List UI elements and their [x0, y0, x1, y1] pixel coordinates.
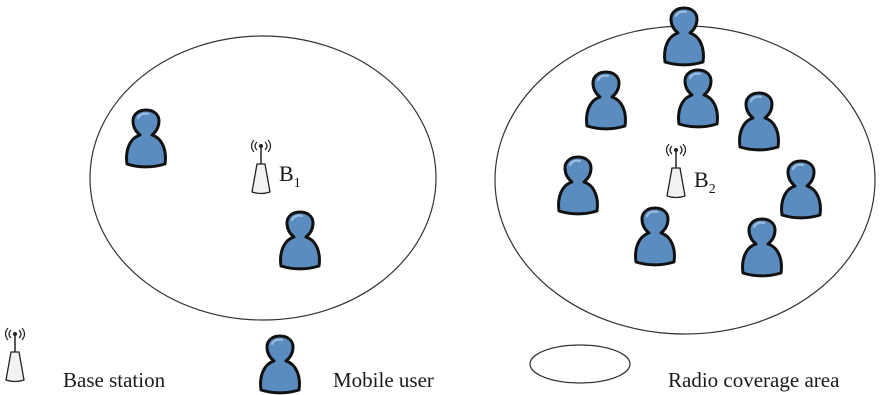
mobile-user-icon [557, 155, 599, 216]
mobile-user-icon [677, 68, 719, 129]
mobile-user-icon [741, 217, 783, 278]
cell-1: B1 [89, 35, 437, 321]
legend-base-station-label: Base station [63, 368, 166, 392]
base-station-icon [250, 139, 272, 195]
base-station-label-b1: B1 [279, 161, 301, 191]
mobile-user-icon [663, 6, 705, 67]
coverage-area-cell-2 [494, 25, 876, 335]
mobile-user-icon [279, 210, 321, 271]
mobile-user-icon [780, 159, 822, 220]
legend-mobile-user: Mobile user [259, 334, 434, 395]
coverage-area-ellipse [529, 344, 631, 384]
mobile-user-icon [738, 91, 780, 152]
base-station-icon [665, 143, 687, 199]
legend: Base station Mobile user Radio coverage … [4, 327, 840, 395]
coverage-area-cell-1 [89, 35, 437, 321]
base-station-icon [4, 327, 26, 383]
mobile-user-icon [259, 334, 301, 395]
legend-base-station: Base station [4, 327, 166, 392]
mobile-user-icon [125, 108, 167, 169]
base-station-label-b2: B2 [694, 167, 716, 197]
mobile-user-icon [634, 206, 676, 267]
mobile-user-icon [585, 70, 627, 131]
legend-coverage-area-label: Radio coverage area [668, 368, 840, 392]
legend-coverage-area: Radio coverage area [529, 344, 840, 392]
legend-mobile-user-label: Mobile user [333, 368, 434, 392]
cell-2: B2 [494, 6, 876, 335]
